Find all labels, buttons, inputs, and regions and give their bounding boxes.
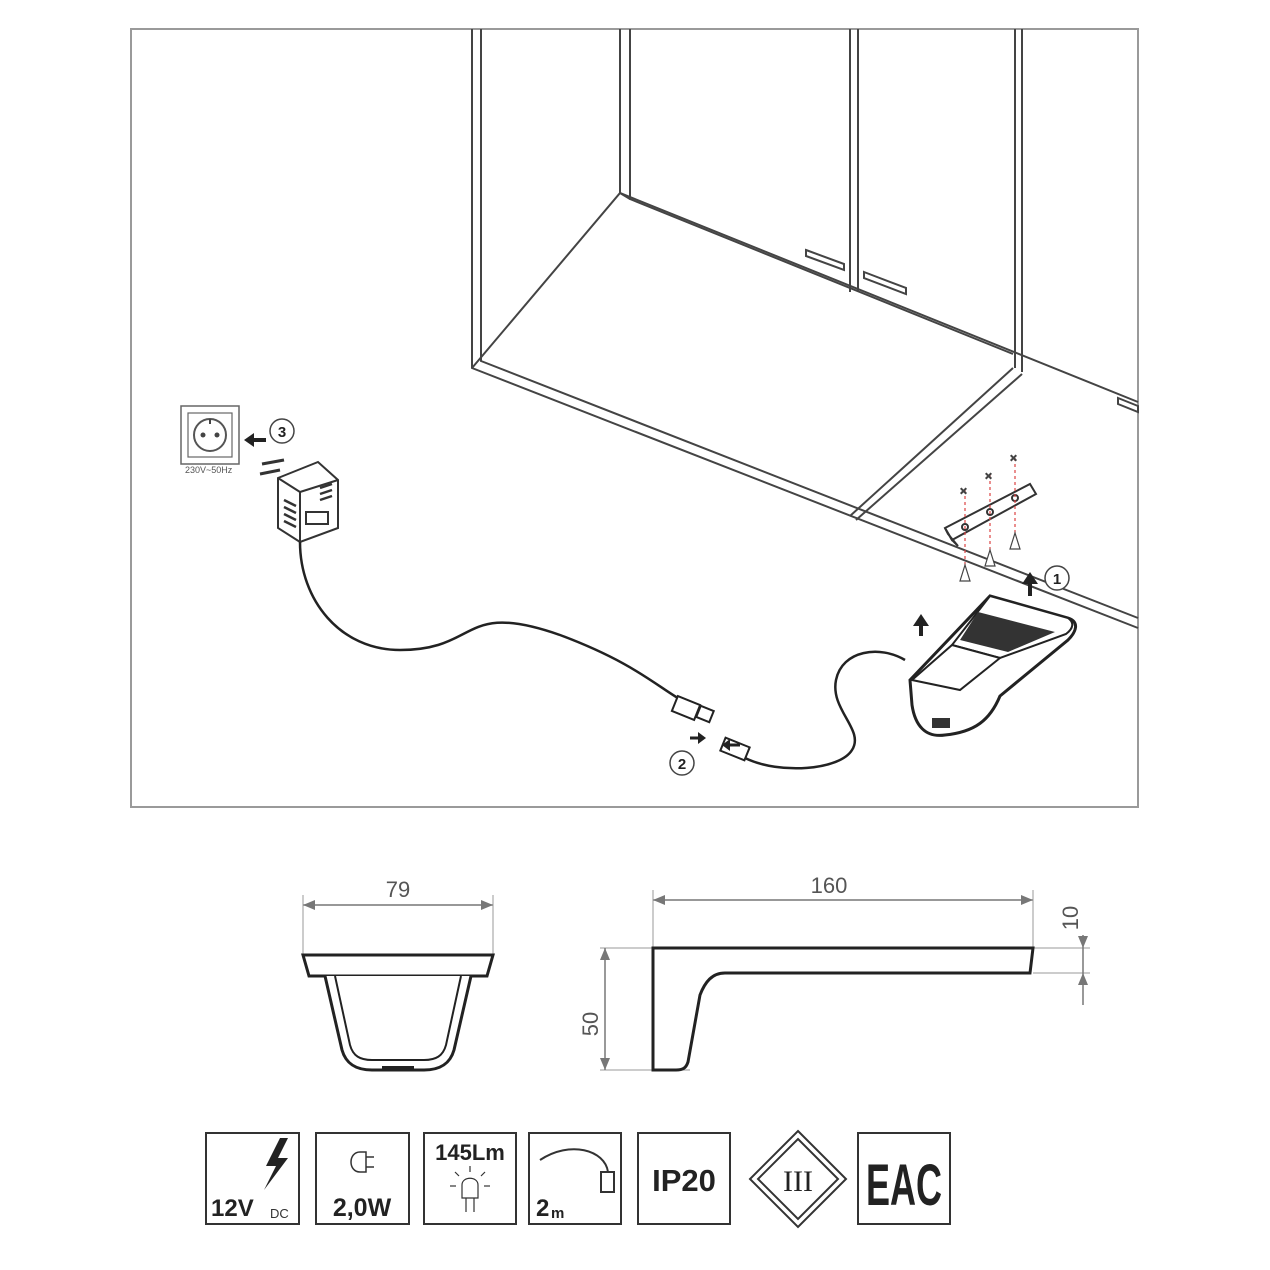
step-1-number: 1 <box>1053 571 1061 588</box>
step-2-number: 2 <box>678 756 686 773</box>
screws-icon: × × × <box>959 450 1021 582</box>
ip-rating-badge <box>637 1132 731 1225</box>
voltage-badge <box>205 1132 300 1225</box>
thickness-dimension-label: 10 <box>1058 906 1083 930</box>
led-bulb-icon <box>350 1151 374 1173</box>
certification-mark: EAC <box>866 1153 942 1218</box>
power-badge <box>315 1132 410 1225</box>
wall-cabinets <box>471 29 1139 629</box>
step-2-arrows-icon <box>690 732 740 751</box>
female-connector-icon <box>719 736 751 762</box>
voltage-value: 12V <box>211 1195 254 1222</box>
protection-class-value: III <box>783 1165 813 1198</box>
width-dimension-label: 79 <box>386 877 410 902</box>
side-view-drawing <box>600 890 1090 1072</box>
power-value: 2,0W <box>333 1194 392 1222</box>
step-3-arrow-icon <box>244 433 266 447</box>
step-3-number: 3 <box>278 424 286 441</box>
step-3-badge <box>269 418 295 444</box>
svg-text:×: × <box>1010 451 1017 465</box>
male-connector-icon <box>670 694 716 724</box>
svg-text:×: × <box>985 469 992 483</box>
cable-length-unit: m <box>551 1205 564 1222</box>
svg-text:×: × <box>960 484 967 498</box>
ip-rating-value: IP20 <box>652 1163 716 1198</box>
lightning-icon <box>264 1138 288 1190</box>
voltage-unit: DC <box>270 1206 289 1221</box>
led-light-fixture-icon <box>908 594 1077 737</box>
certification-badge <box>857 1132 951 1225</box>
height-dimension-label: 50 <box>578 1012 603 1036</box>
protection-class-diamond-icon <box>748 1129 848 1229</box>
power-adapter-icon <box>259 458 339 544</box>
lumen-value: 145Lm <box>435 1140 505 1165</box>
light-bulb-icon <box>450 1166 490 1212</box>
diagram-frame <box>130 28 1139 808</box>
front-view-drawing <box>301 895 495 1072</box>
light-cable <box>744 650 906 770</box>
cable-icon <box>539 1148 615 1193</box>
step-2-badge <box>669 750 695 776</box>
socket-voltage-label: 230V~50Hz <box>185 465 233 475</box>
adapter-cable <box>298 541 691 707</box>
wall-socket-icon <box>180 405 240 465</box>
length-dimension-label: 160 <box>811 873 848 898</box>
cable-length-value: 2 <box>536 1195 549 1222</box>
step-1-arrows-icon <box>913 572 1038 636</box>
step-1-badge <box>1044 565 1070 591</box>
